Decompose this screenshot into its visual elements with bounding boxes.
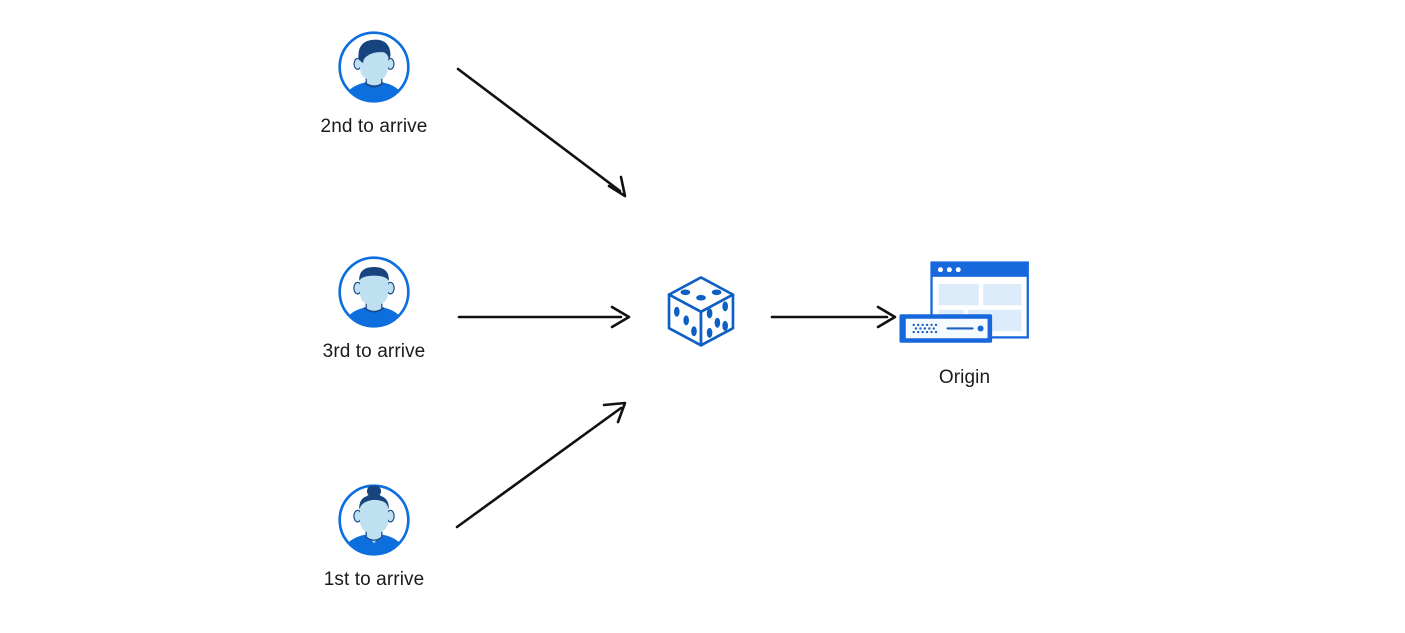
user-avatar-icon — [335, 28, 413, 111]
dice-cube-icon — [662, 272, 740, 355]
user-avatar-icon — [335, 253, 413, 336]
node-label-client-3: 1st to arrive — [323, 569, 425, 590]
node-label-client-2: 3rd to arrive — [322, 341, 426, 362]
user-avatar-icon — [335, 481, 413, 564]
node-origin: Origin — [897, 259, 1032, 388]
node-client-2: 3rd to arrive — [323, 253, 425, 362]
node-client-3: 1st to arrive — [324, 481, 424, 590]
server-device-icon — [899, 314, 993, 343]
arrow-client3-to-dice — [455, 401, 627, 529]
node-label-client-1: 2nd to arrive — [320, 116, 428, 137]
node-label-origin: Origin — [938, 367, 991, 388]
arrow-client2-to-dice — [457, 305, 631, 329]
arrow-client1-to-dice — [456, 67, 627, 198]
node-randomizer — [662, 272, 740, 350]
arrow-dice-to-origin — [770, 305, 897, 329]
origin-server-icon — [897, 259, 1032, 362]
node-client-1: 2nd to arrive — [321, 28, 427, 137]
